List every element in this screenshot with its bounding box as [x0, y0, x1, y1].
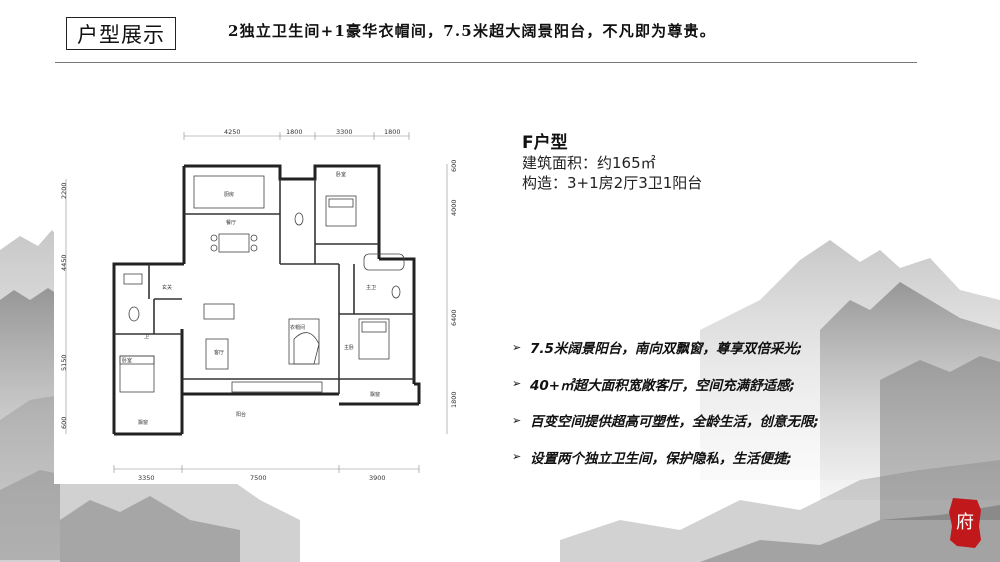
room-label: 厨房: [224, 191, 234, 198]
arrow-bullet-icon: ➢: [512, 340, 522, 354]
floor-plan: 4250 1800 3300 1800 3350 7500 3900 2200 …: [54, 124, 461, 484]
room-label: 卫: [144, 334, 149, 340]
room-label: 飘窗: [138, 419, 148, 426]
dim-right-2: 4000: [450, 199, 458, 216]
list-item: ➢ 百变空间提供超高可塑性，全龄生活，创意无限;: [512, 410, 819, 431]
seal-char: 府: [956, 512, 974, 533]
feature-list: ➢ 7.5米阔景阳台，南向双飘窗，尊享双倍采光; ➢ 40+㎡超大面积宽敞客厅，…: [512, 337, 819, 483]
unit-structure: 构造：3+1房2厅3卫1阳台: [522, 174, 703, 192]
room-label: 飘窗: [370, 391, 380, 398]
room-label: 阳台: [236, 411, 246, 418]
dim-top-4: 1800: [384, 128, 401, 136]
floor-plan-drawing: 4250 1800 3300 1800 3350 7500 3900 2200 …: [60, 128, 458, 482]
room-label: 衣帽间: [290, 324, 305, 331]
room-label: 餐厅: [226, 219, 236, 226]
room-label: 客厅: [214, 349, 224, 356]
dim-right-1: 600: [450, 160, 458, 172]
list-item: ➢ 7.5米阔景阳台，南向双飘窗，尊享双倍采光;: [512, 337, 819, 358]
dim-top-1: 4250: [224, 128, 241, 136]
room-label: 主卫: [366, 284, 376, 291]
unit-info: F户型 建筑面积：约165㎡ 构造：3+1房2厅3卫1阳台: [522, 128, 702, 193]
feature-text: 40+㎡超大面积宽敞客厅，空间充满舒适感;: [530, 377, 795, 394]
dim-left-2: 4450: [60, 254, 68, 271]
dim-bottom-3: 3900: [369, 474, 386, 482]
room-label: 主卧: [344, 344, 354, 351]
section-title: 户型展示: [66, 17, 176, 50]
dim-left-4: 600: [60, 417, 68, 429]
arrow-bullet-icon: ➢: [512, 377, 522, 390]
feature-text: 百变空间提供超高可塑性，全龄生活，创意无限;: [530, 414, 819, 430]
room-label: 卧室: [336, 171, 346, 178]
dim-bottom-2: 7500: [250, 474, 267, 482]
header-divider: [55, 62, 917, 63]
arrow-bullet-icon: ➢: [512, 450, 522, 463]
header-tagline: 2独立卫生间+1豪华衣帽间，7.5米超大阔景阳台，不凡即为尊贵。: [228, 22, 716, 40]
red-seal-stamp: 府: [947, 496, 983, 550]
feature-text: 设置两个独立卫生间，保护隐私，生活便捷;: [530, 450, 792, 467]
dim-top-3: 3300: [336, 128, 353, 136]
dim-left-1: 2200: [60, 182, 68, 199]
dim-right-3: 6400: [450, 309, 458, 326]
dim-top-2: 1800: [286, 128, 303, 136]
room-label: 玄关: [162, 284, 172, 291]
unit-area: 建筑面积：约165㎡: [522, 154, 656, 172]
dim-left-3: 5150: [60, 354, 68, 371]
list-item: ➢ 设置两个独立卫生间，保护隐私，生活便捷;: [512, 447, 819, 467]
dim-bottom-1: 3350: [138, 474, 155, 482]
arrow-bullet-icon: ➢: [512, 413, 522, 427]
room-label: 卧室: [122, 357, 132, 364]
feature-text: 7.5米阔景阳台，南向双飘窗，尊享双倍采光;: [530, 341, 803, 357]
list-item: ➢ 40+㎡超大面积宽敞客厅，空间充满舒适感;: [512, 374, 819, 394]
dim-right-4: 1800: [450, 391, 458, 408]
unit-name: F户型: [522, 133, 568, 153]
